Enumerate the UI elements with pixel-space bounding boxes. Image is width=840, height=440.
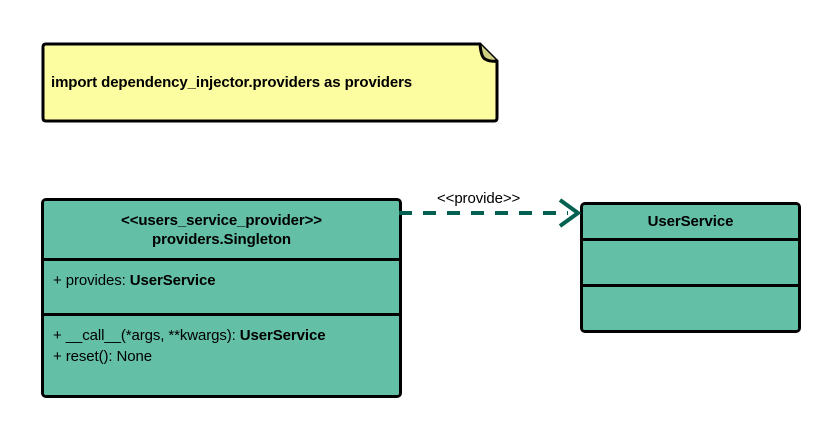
attribute-type: UserService: [129, 272, 216, 289]
dependency-label: <<provide>>: [437, 190, 521, 207]
import-note[interactable]: import dependency_injector.providers as …: [40, 41, 500, 124]
class-operations-compartment: [583, 284, 798, 330]
operation-row: + __call__(*args, **kwargs): UserService: [53, 325, 390, 346]
dependency-arrow-provide[interactable]: [396, 186, 586, 236]
class-header-users-service-provider: <<users_service_provider>> providers.Sin…: [44, 201, 399, 258]
class-operations-compartment: + __call__(*args, **kwargs): UserService…: [44, 313, 399, 395]
operation-label: __call__(*args, **kwargs):: [65, 327, 240, 344]
operation-type: UserService: [239, 327, 326, 344]
class-name: providers.Singleton: [152, 230, 291, 248]
note-shape: [41, 42, 499, 123]
import-note-text: import dependency_injector.providers as …: [51, 74, 413, 91]
class-attributes-compartment: [583, 238, 798, 284]
attribute-label: provides:: [65, 272, 130, 289]
arrowhead-open-icon: [558, 198, 582, 228]
attribute-visibility: +: [53, 272, 62, 289]
class-attributes-compartment: + provides: UserService: [44, 258, 399, 313]
class-box-user-service[interactable]: UserService: [580, 202, 801, 333]
attribute-row: + provides: UserService: [53, 270, 390, 291]
operation-label: reset(): None: [65, 348, 152, 365]
operation-visibility: +: [53, 348, 62, 365]
class-name: UserService: [647, 213, 734, 230]
class-box-users-service-provider[interactable]: <<users_service_provider>> providers.Sin…: [41, 198, 402, 398]
class-stereotype: <<users_service_provider>>: [121, 211, 322, 229]
operation-visibility: +: [53, 327, 62, 344]
operation-row: + reset(): None: [53, 346, 390, 367]
class-header-user-service: UserService: [583, 205, 798, 238]
